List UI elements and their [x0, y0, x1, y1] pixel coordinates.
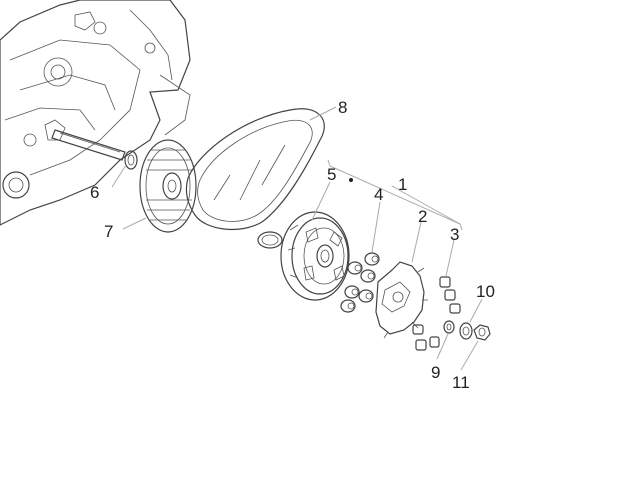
callout-5: 5	[327, 165, 336, 184]
leader-lines	[111, 106, 483, 371]
part-8-drive-belt	[185, 108, 325, 230]
reference-dot	[349, 178, 353, 182]
leader-10	[469, 298, 483, 323]
engine-crankcase	[0, 0, 191, 226]
callout-11: 11	[452, 373, 470, 392]
leader-6	[111, 164, 127, 188]
crankshaft	[51, 129, 126, 161]
callout-1: 1	[398, 175, 407, 194]
callout-2: 2	[418, 207, 427, 226]
slider	[439, 276, 451, 288]
leader-1-bracket	[327, 159, 463, 231]
leader-8	[309, 106, 337, 121]
callout-10: 10	[476, 282, 495, 301]
leader-3	[445, 239, 455, 277]
roller	[344, 285, 360, 299]
leader-9	[436, 333, 449, 360]
part-9-washer	[443, 320, 455, 334]
part-11-nut	[473, 324, 491, 341]
roller	[347, 261, 363, 275]
callout-7: 7	[104, 222, 113, 241]
spacer-bushing	[412, 324, 440, 351]
leader-2	[411, 221, 422, 263]
roller	[340, 299, 356, 313]
callout-labels: 1 2 3 4 5 6 7 8 9 10 11	[90, 98, 495, 392]
slider	[444, 289, 456, 301]
slider	[449, 303, 461, 314]
callout-6: 6	[90, 183, 99, 202]
leader-5	[311, 181, 331, 221]
roller	[364, 252, 380, 266]
callout-9: 9	[431, 363, 440, 382]
part-5-variator	[280, 211, 350, 301]
leader-4	[371, 201, 381, 253]
part-3-sliders	[439, 276, 461, 314]
callout-4: 4	[374, 185, 383, 204]
part-2-ramp-plate	[375, 261, 428, 339]
o-ring	[257, 231, 283, 249]
part-6-washer	[124, 150, 138, 170]
leader-7	[122, 217, 147, 230]
callout-8: 8	[338, 98, 347, 117]
part-10-flat-washer	[459, 322, 473, 340]
leader-11	[460, 340, 479, 371]
part-4-rollers	[340, 252, 380, 313]
roller	[358, 289, 374, 303]
roller	[360, 269, 376, 283]
part-7-drive-pulley	[139, 139, 197, 233]
leader-1	[391, 185, 461, 225]
callout-3: 3	[450, 225, 459, 244]
